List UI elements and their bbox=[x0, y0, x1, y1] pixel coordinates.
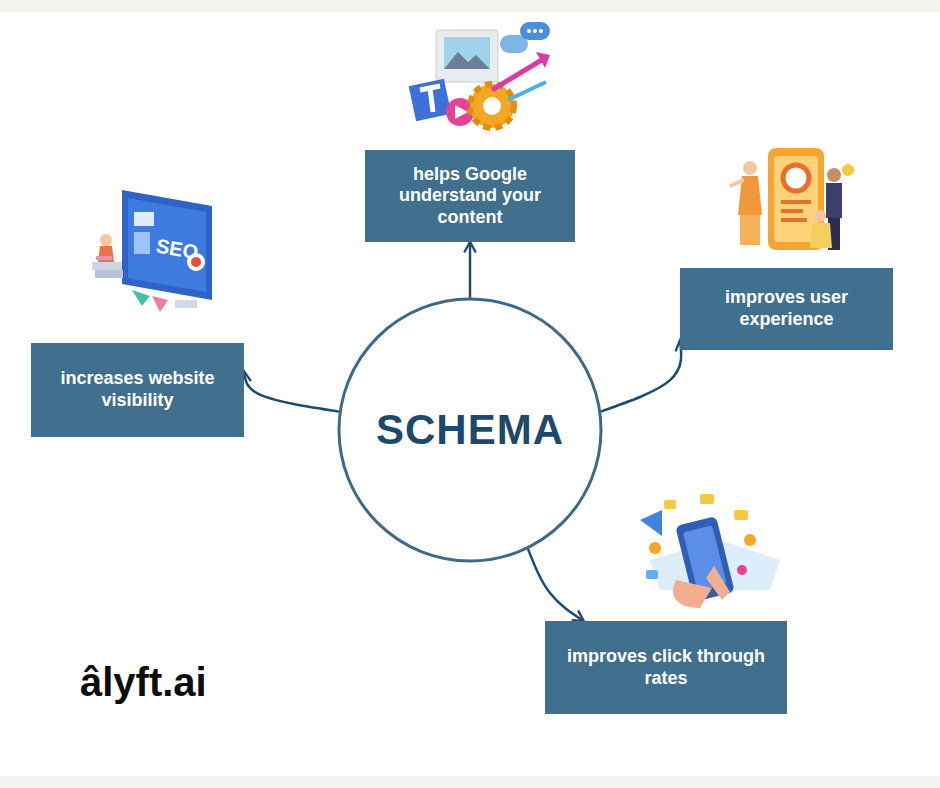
person-skirt bbox=[740, 215, 760, 245]
benefit-box: improves click through rates bbox=[545, 621, 787, 714]
curved-arrow bbox=[469, 242, 472, 298]
person-body bbox=[810, 223, 832, 248]
keyboard bbox=[175, 300, 197, 308]
image-card bbox=[436, 30, 498, 82]
dot bbox=[533, 29, 537, 33]
ctr-icon bbox=[640, 494, 780, 608]
bulb bbox=[842, 164, 854, 176]
ux-icon bbox=[730, 148, 854, 250]
code-tile bbox=[134, 212, 154, 226]
speech-bubble bbox=[520, 22, 550, 40]
emoji bbox=[649, 542, 661, 554]
bubble bbox=[664, 500, 676, 509]
bar bbox=[781, 209, 803, 213]
circle-shape bbox=[339, 299, 601, 561]
bubble bbox=[646, 570, 658, 579]
benefit-box: increases website visibility bbox=[31, 343, 244, 437]
laptop bbox=[96, 256, 112, 260]
panel bbox=[134, 232, 150, 254]
box-label: improves click through rates bbox=[561, 646, 771, 689]
monitor-screen bbox=[128, 198, 206, 292]
book-stack bbox=[95, 270, 123, 278]
gear bbox=[470, 84, 514, 128]
bottom-band bbox=[0, 776, 940, 788]
curved-arrow bbox=[528, 549, 584, 621]
bubble bbox=[700, 494, 714, 504]
hub-title: SCHEMA bbox=[376, 406, 564, 454]
hub-circle: SCHEMA bbox=[337, 297, 603, 563]
content-icon bbox=[409, 22, 550, 128]
bubble bbox=[734, 510, 748, 520]
seo-icon bbox=[92, 190, 212, 312]
box-label: improves user experience bbox=[696, 287, 877, 330]
heart bbox=[737, 565, 747, 575]
shape bbox=[132, 290, 150, 306]
person-body bbox=[826, 183, 842, 218]
megaphone bbox=[640, 510, 662, 536]
person-head bbox=[100, 234, 112, 246]
chart-ring bbox=[783, 165, 809, 191]
dot bbox=[527, 29, 531, 33]
screen-text: SEO bbox=[154, 235, 200, 265]
play-triangle bbox=[455, 105, 468, 119]
top-band bbox=[0, 0, 940, 12]
image-sky bbox=[444, 37, 490, 69]
shape bbox=[152, 296, 168, 312]
person-head bbox=[743, 161, 757, 175]
bar bbox=[781, 218, 807, 222]
curved-arrow bbox=[601, 340, 682, 411]
image-mountain bbox=[444, 52, 490, 69]
benefit-box: helps Google understand your content bbox=[365, 150, 575, 242]
person-head bbox=[827, 168, 841, 182]
gear-hole bbox=[483, 97, 501, 115]
person-arm bbox=[730, 180, 744, 186]
letter-tile bbox=[409, 79, 452, 122]
finger bbox=[706, 566, 730, 600]
letter-glyph bbox=[420, 86, 440, 112]
curved-arrow bbox=[244, 371, 339, 411]
brand-watermark: âlyft.ai bbox=[80, 660, 207, 705]
monitor bbox=[122, 190, 212, 300]
box-label: helps Google understand your content bbox=[381, 164, 559, 229]
person-head bbox=[814, 210, 826, 222]
growth-arrow bbox=[508, 82, 546, 100]
arrow-head bbox=[536, 52, 550, 68]
dot bbox=[539, 29, 543, 33]
book-stack bbox=[92, 262, 122, 270]
emoji bbox=[744, 534, 756, 546]
benefit-box: improves user experience bbox=[680, 268, 893, 350]
hand bbox=[673, 580, 712, 608]
bar bbox=[781, 200, 811, 204]
phone-screen bbox=[774, 156, 818, 242]
box-label: increases website visibility bbox=[47, 368, 228, 411]
